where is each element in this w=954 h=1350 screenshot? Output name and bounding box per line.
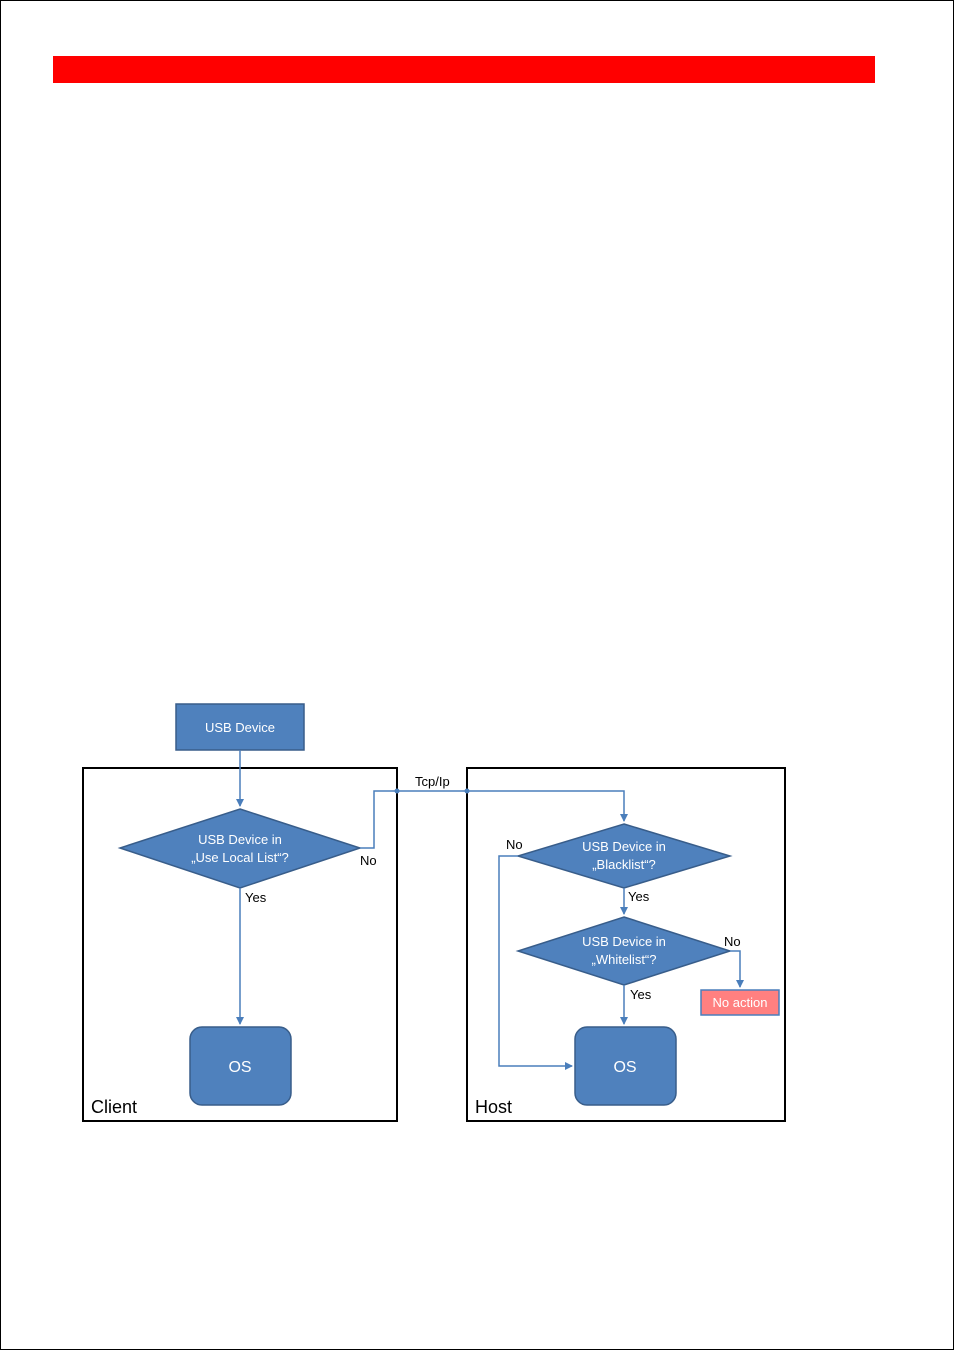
whitelist-line2: „Whitelist“?: [591, 952, 656, 967]
edge-whitelist-no: [730, 950, 744, 988]
blacklist-no-label: No: [506, 837, 523, 852]
blacklist-decision-diamond: [515, 823, 733, 889]
client-decision-line1: USB Device in: [198, 832, 282, 847]
client-no-label: No: [360, 853, 377, 868]
host-title: Host: [475, 1097, 512, 1117]
no-action-node: [700, 989, 780, 1016]
client-decision-line2: „Use Local List“?: [191, 850, 289, 865]
blacklist-line2: „Blacklist“?: [592, 857, 656, 872]
usb-device-label: USB Device: [205, 720, 275, 735]
whitelist-decision-diamond: [515, 916, 733, 986]
tcpip-junction-right: [464, 788, 470, 794]
edge-blacklist-no: [498, 855, 573, 1070]
client-decision-diamond: [117, 808, 363, 889]
host-os-label: OS: [613, 1059, 636, 1076]
no-action-label: No action: [713, 995, 768, 1010]
client-yes-label: Yes: [245, 890, 267, 905]
client-title: Client: [91, 1097, 137, 1117]
whitelist-no-label: No: [724, 934, 741, 949]
host-container: [466, 767, 786, 1122]
client-os-label: OS: [228, 1059, 251, 1076]
host-os-node: [574, 1026, 677, 1106]
whitelist-yes-label: Yes: [630, 987, 652, 1002]
tcpip-junction-left: [394, 788, 400, 794]
blacklist-yes-label: Yes: [628, 889, 650, 904]
edge-client-no-tcpip: [360, 790, 628, 849]
whitelist-line1: USB Device in: [582, 934, 666, 949]
blacklist-line1: USB Device in: [582, 839, 666, 854]
header-bar: [53, 56, 875, 83]
tcpip-label: Tcp/Ip: [415, 774, 450, 789]
client-os-node: [189, 1026, 292, 1106]
